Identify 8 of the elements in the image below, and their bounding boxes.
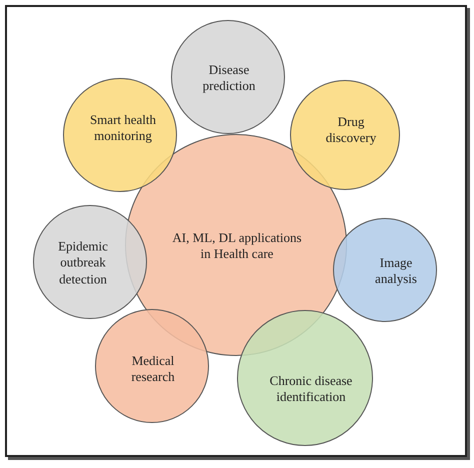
circle-label: Epidemic outbreak detection: [57, 238, 109, 288]
circle-label: Drug discovery: [324, 114, 378, 146]
circle-label: Smart health monitoring: [88, 112, 158, 144]
circle-label: Chronic disease identification: [268, 372, 354, 406]
circle-label: Disease prediction: [202, 62, 256, 94]
circle-label: Image analysis: [374, 254, 418, 288]
circle-label: AI, ML, DL applications in Health care: [172, 230, 302, 262]
circle-label: Medical research: [130, 352, 176, 386]
